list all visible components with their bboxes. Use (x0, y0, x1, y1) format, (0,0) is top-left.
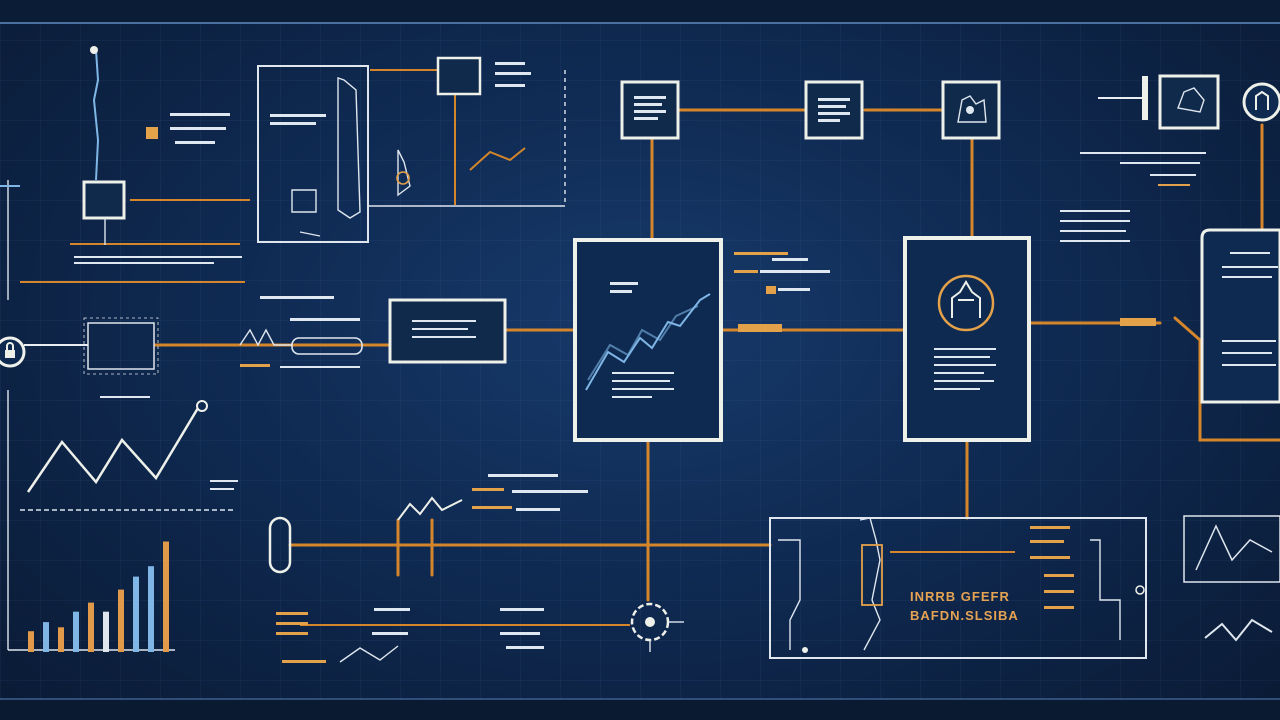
bar-chart-bar (103, 611, 109, 652)
bottom-border (0, 698, 1280, 720)
bar-chart-bar (163, 541, 169, 652)
bar-chart-bar (43, 622, 49, 652)
panel-right-emblem (903, 236, 1031, 442)
bar-chart-bar (88, 602, 94, 652)
resistor-element (239, 328, 363, 355)
right-panels (1060, 74, 1280, 642)
caption-line-1: INRRB GFEFR (910, 589, 1010, 604)
panel-annotations (100, 252, 1156, 398)
bar-chart-bar (148, 566, 154, 652)
top-left-schematic (257, 56, 566, 243)
top-border (0, 0, 1280, 24)
mid-box-left (83, 317, 159, 375)
top-node-c (941, 80, 1001, 140)
circuit-emblem-icon (937, 274, 995, 332)
bottom-right-box (769, 517, 1147, 659)
bar-chart (28, 541, 169, 652)
bar-chart-bar (73, 611, 79, 652)
top-node-a (620, 80, 680, 140)
bar-chart-bar (28, 631, 34, 652)
bar-chart-bar (133, 576, 139, 652)
panel-left-chart (573, 238, 723, 442)
caption-line-2: BAFDN.SLSIBA (910, 608, 1019, 623)
top-node-b (804, 80, 864, 140)
left-chart-line (26, 407, 200, 493)
bar-chart-bar (118, 589, 124, 652)
wire-right-loop (1173, 316, 1280, 442)
connector-hub-icon (630, 602, 684, 652)
bar-chart-bar (58, 627, 64, 652)
left-probe (0, 46, 242, 300)
mid-box-right (388, 298, 507, 364)
lock-icon (0, 336, 88, 368)
gear-icon (1242, 82, 1280, 122)
bottom-left-components (268, 474, 588, 663)
